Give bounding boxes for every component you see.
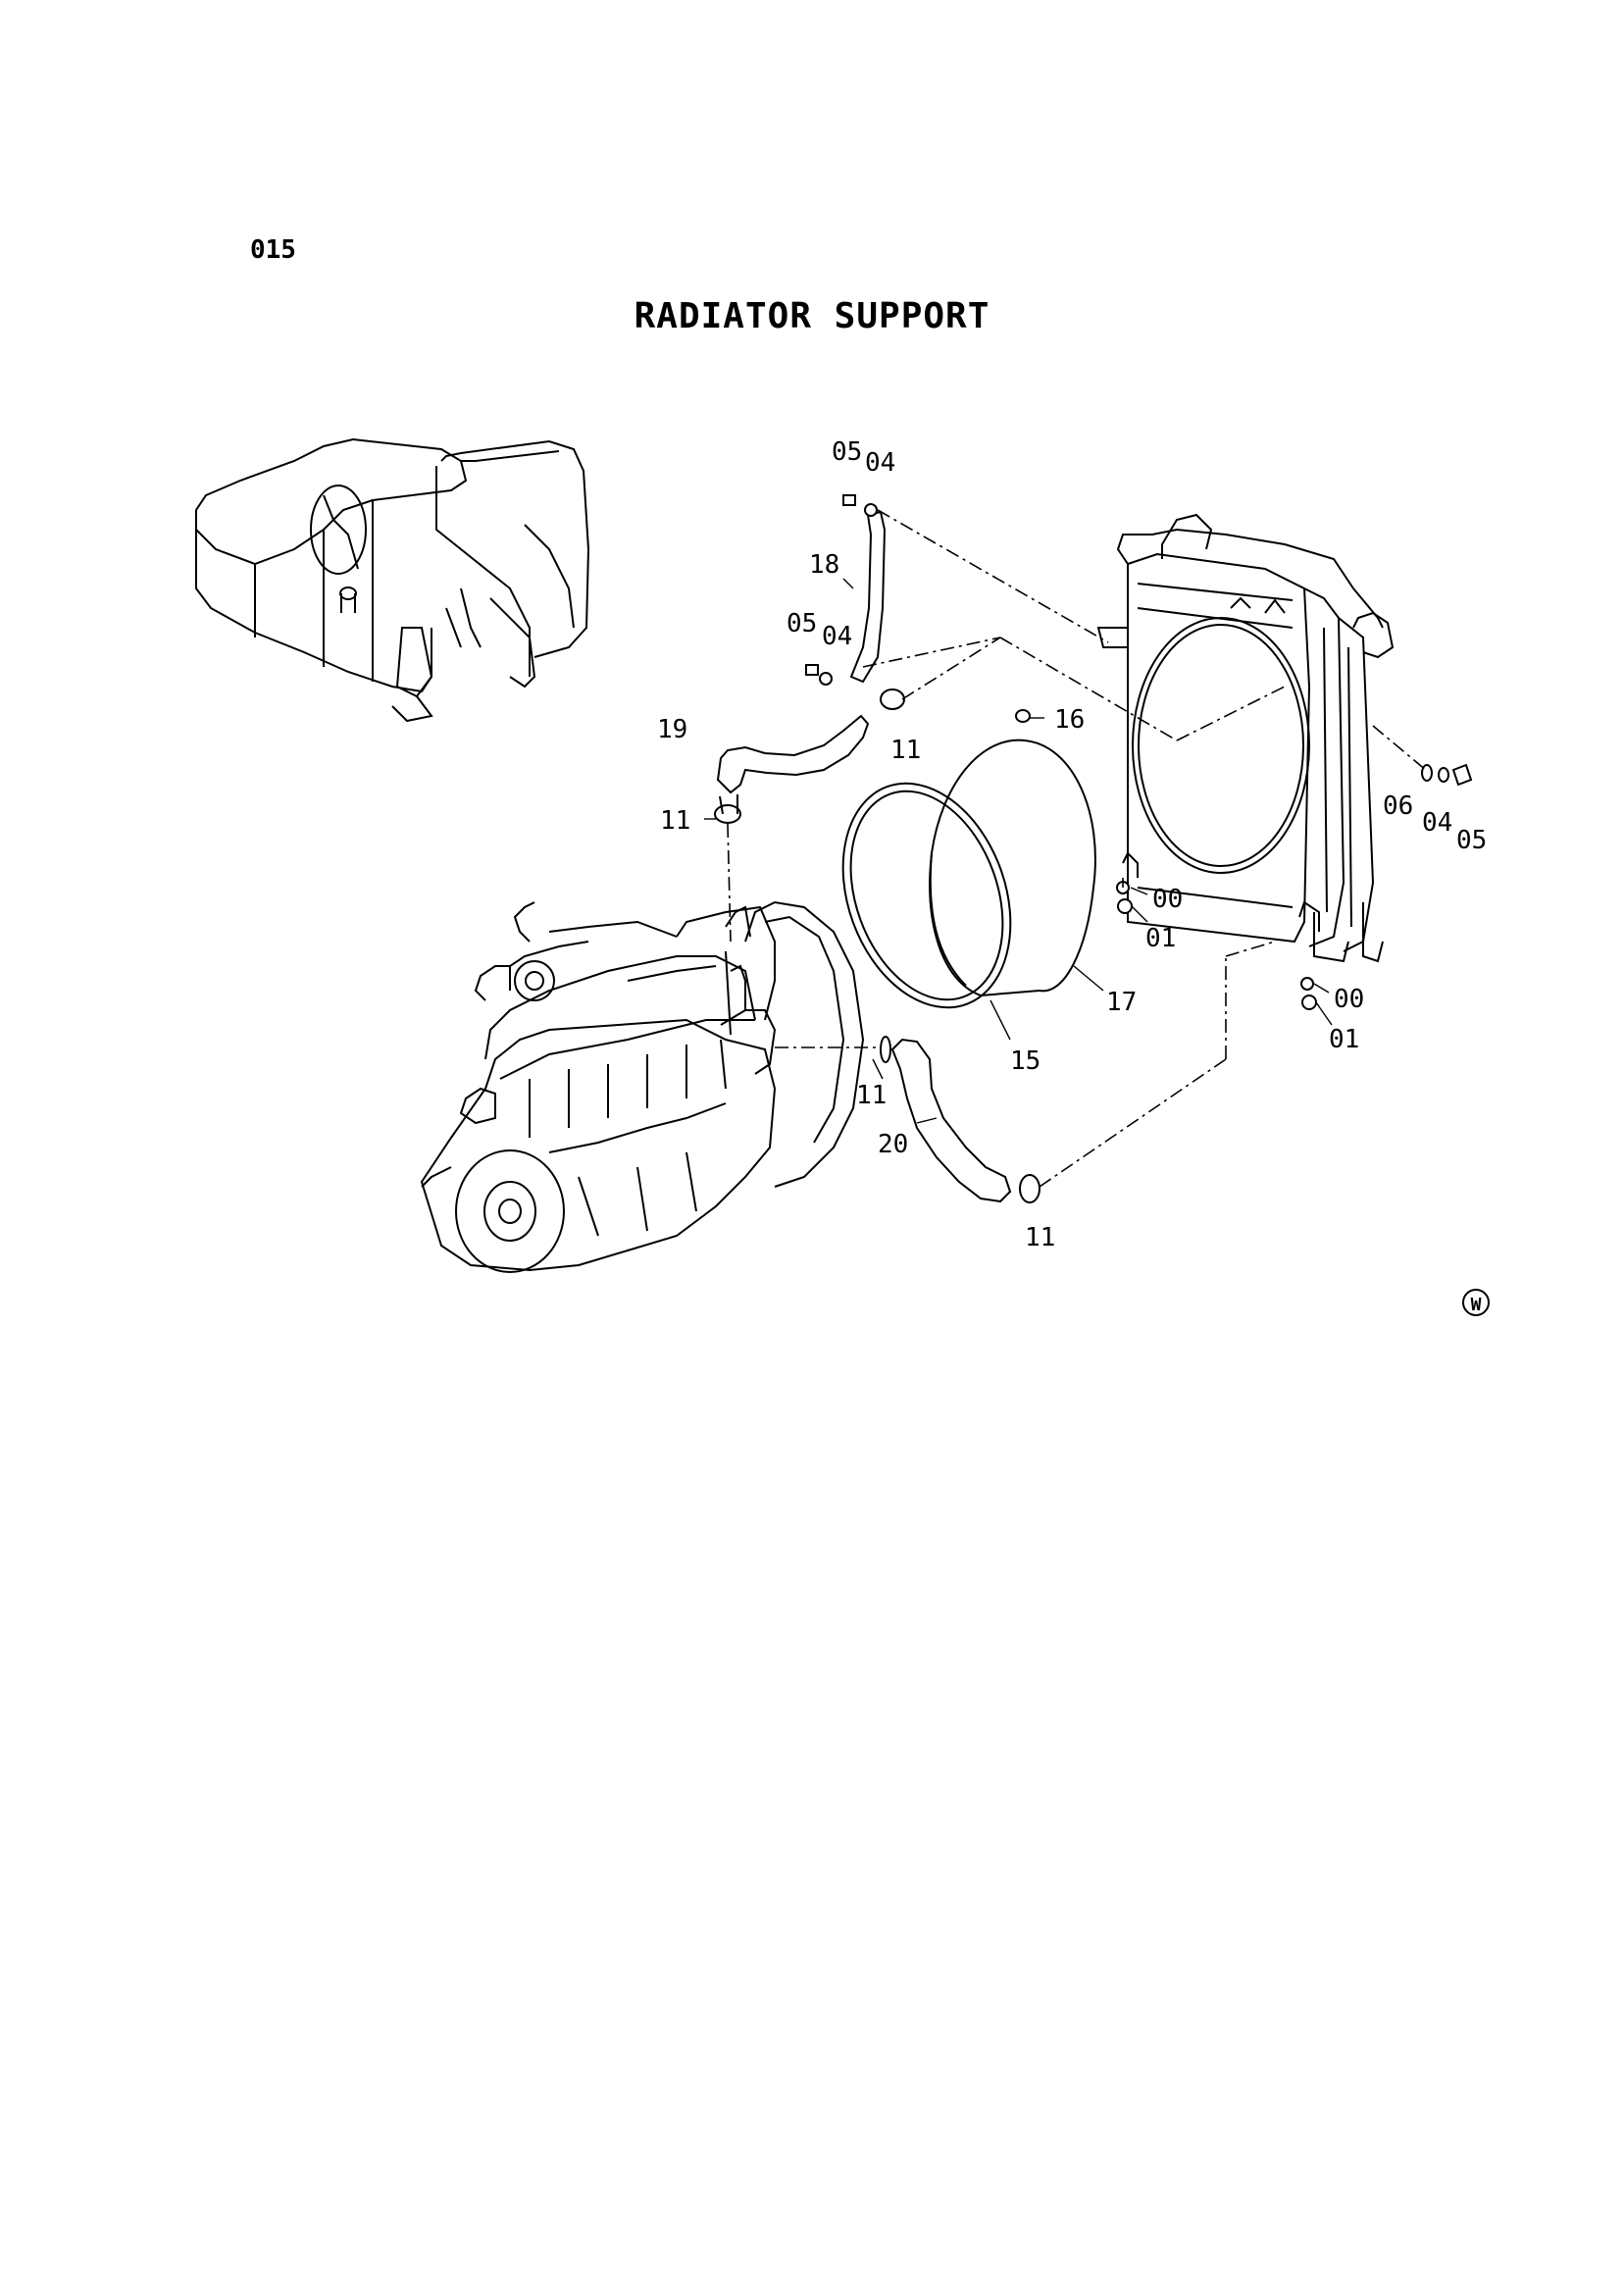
lower-radiator-hose	[880, 1036, 1040, 1203]
callout-04-top: 04	[865, 448, 895, 478]
callout-15: 15	[1010, 1046, 1040, 1076]
callout-17: 17	[1106, 988, 1137, 1017]
leader-lines	[704, 578, 1333, 1124]
callout-05-mid: 05	[787, 609, 817, 638]
page-title: RADIATOR SUPPORT	[634, 296, 990, 336]
callout-05-right: 05	[1456, 826, 1487, 855]
callout-01-a: 01	[1145, 924, 1176, 953]
corner-mark-letter: W	[1471, 1295, 1482, 1315]
shroud-seal-ring	[841, 782, 1012, 1009]
callout-00-a: 00	[1152, 885, 1183, 914]
callout-11-b: 11	[890, 736, 921, 765]
assembly-lines	[727, 509, 1428, 1188]
fan-shroud-seal	[929, 739, 1096, 997]
excavator-overview-illustration	[195, 437, 590, 723]
corner-mark-badge: W	[1462, 1289, 1490, 1316]
upper-radiator-hose	[714, 714, 870, 824]
radiator-assembly	[1096, 513, 1395, 963]
callout-11-c: 11	[856, 1081, 887, 1110]
callout-16: 16	[1054, 705, 1085, 735]
callout-labels: 05 04 18 05 04 19 11 16 11 06 04 05 00 0…	[657, 437, 1487, 1252]
stay-bracket	[849, 510, 887, 684]
callout-04-right: 04	[1422, 808, 1452, 838]
callout-20: 20	[878, 1130, 908, 1159]
callout-00-b: 00	[1334, 985, 1364, 1014]
page-number: 015	[250, 235, 296, 265]
engine-illustration	[420, 900, 865, 1273]
callout-11-d: 11	[1025, 1223, 1055, 1252]
callout-11-a: 11	[660, 806, 690, 836]
callout-19: 19	[657, 715, 687, 744]
callout-01-b: 01	[1329, 1025, 1359, 1054]
callout-18: 18	[809, 550, 839, 580]
callout-04-mid: 04	[822, 622, 852, 651]
callout-06: 06	[1383, 791, 1413, 821]
callout-05-top: 05	[832, 437, 862, 467]
